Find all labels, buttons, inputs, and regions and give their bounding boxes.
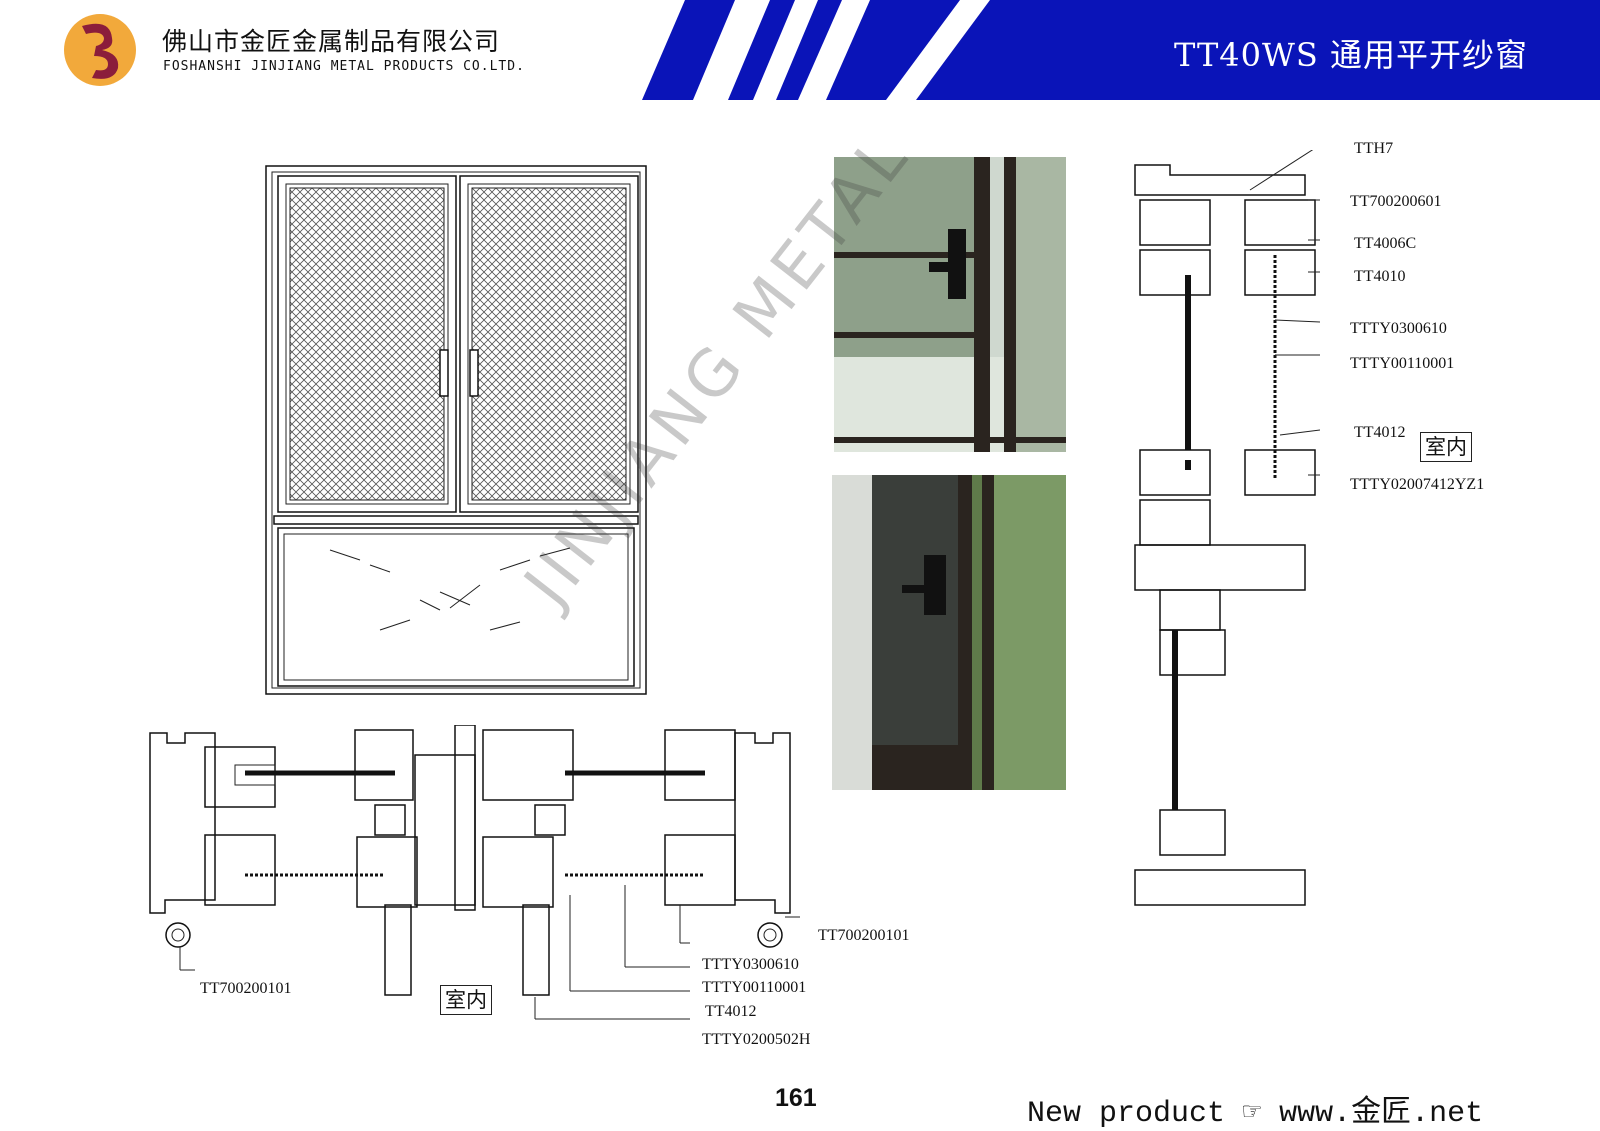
label-tt700200101-left: TT700200101 (200, 980, 292, 997)
company-name-cn: 佛山市金匠金属制品有限公司 (162, 27, 501, 56)
indoor-label-horizontal: 室内 (440, 985, 492, 1015)
label-ttty0200502h: TTTY0200502H (702, 1031, 811, 1048)
label-ttty02007412yz1: TTTY02007412YZ1 (1350, 476, 1485, 493)
indoor-label-vertical: 室内 (1420, 432, 1472, 462)
label-ttty0300610-v: TTTY0300610 (1350, 320, 1447, 337)
label-tt4012-v: TT4012 (1354, 424, 1406, 441)
label-tt4010: TT4010 (1354, 268, 1406, 285)
horizontal-section-drawing (149, 725, 800, 1020)
label-ttty00110001-v: TTTY00110001 (1350, 355, 1455, 372)
label-tt4006c: TT4006C (1354, 235, 1417, 252)
product-photo-top (834, 157, 1066, 452)
page-number: 161 (775, 1084, 817, 1112)
label-tt4012-h: TT4012 (705, 1003, 757, 1020)
label-ttty0300610-h: TTTY0300610 (702, 956, 799, 973)
label-ttty00110001-h: TTTY00110001 (702, 979, 807, 996)
header-band (642, 0, 1600, 100)
vertical-section-drawing (1134, 150, 1320, 906)
footer-website: New product ☞ www.金匠.net (1027, 1097, 1484, 1131)
product-title: TT40WS 通用平开纱窗 (1174, 36, 1528, 74)
company-name-en: FOSHANSHI JINJIANG METAL PRODUCTS CO.LTD… (163, 59, 525, 74)
company-logo (64, 14, 136, 86)
label-tt700200101-right: TT700200101 (818, 927, 910, 944)
window-elevation-drawing (265, 165, 647, 695)
label-tth7: TTH7 (1354, 140, 1394, 157)
label-tt700200601: TT700200601 (1350, 193, 1442, 210)
product-photo-bottom (832, 475, 1066, 790)
